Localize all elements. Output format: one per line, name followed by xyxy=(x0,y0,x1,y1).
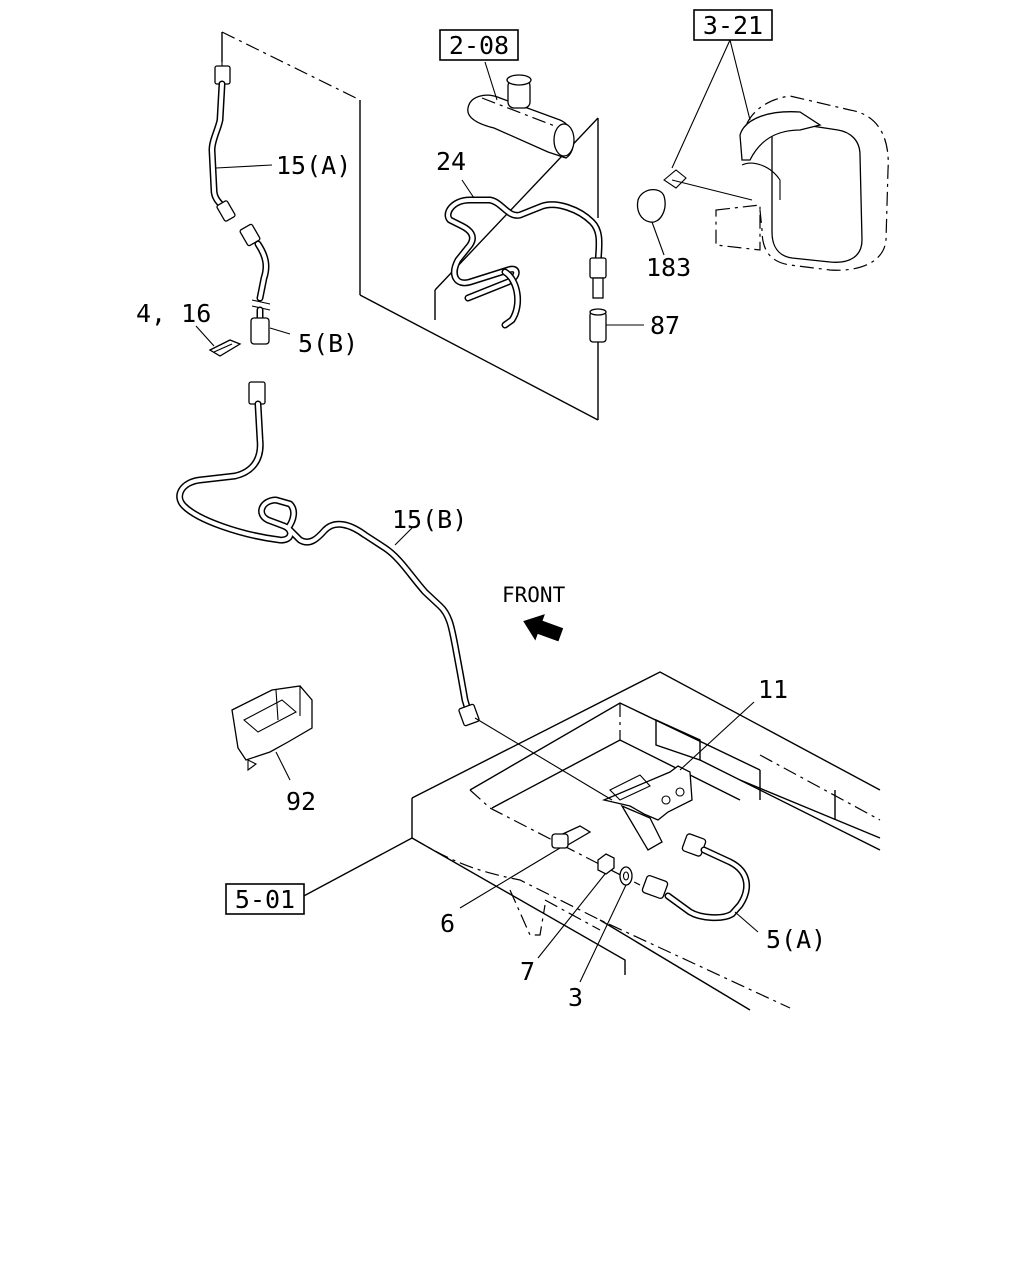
callout-4-16: 4, 16 xyxy=(136,299,211,328)
master-cylinder xyxy=(467,61,575,159)
callout-15a: 15(A) xyxy=(276,151,351,180)
part-87-sleeve xyxy=(589,308,644,343)
callout-87: 87 xyxy=(650,311,680,340)
ref-box-3-21: 3-21 xyxy=(693,9,773,41)
callout-24: 24 xyxy=(436,147,466,176)
pipe-5a xyxy=(641,833,759,933)
ref-2-08-label: 2-08 xyxy=(449,31,509,60)
callout-183: 183 xyxy=(646,253,691,282)
callout-7: 7 xyxy=(520,957,535,986)
ref-5-01-label: 5-01 xyxy=(235,885,295,914)
pipe-15b xyxy=(176,381,480,727)
clamp-92 xyxy=(231,685,313,781)
callout-92: 92 xyxy=(286,787,316,816)
bolt-6 xyxy=(459,825,592,909)
callout-3: 3 xyxy=(568,983,583,1012)
callout-5b: 5(B) xyxy=(298,329,358,358)
pipe-5b xyxy=(239,223,291,345)
inset-frame xyxy=(221,31,599,421)
bracket-11 xyxy=(474,701,755,851)
reservoir xyxy=(636,39,889,271)
callout-5a: 5(A) xyxy=(766,925,826,954)
pipe-24 xyxy=(444,179,607,329)
front-label: FRONT xyxy=(502,583,566,607)
ref-box-5-01: 5-01 xyxy=(225,883,305,915)
callout-15b: 15(B) xyxy=(392,505,467,534)
callout-11: 11 xyxy=(758,675,788,704)
pipe-15a xyxy=(208,62,273,222)
clip-4-16 xyxy=(195,325,242,357)
nut-7 xyxy=(537,853,615,959)
washer-3 xyxy=(579,866,633,983)
ref-3-21-label: 3-21 xyxy=(703,11,763,40)
ref-box-2-08: 2-08 xyxy=(439,29,519,61)
chassis-frame xyxy=(299,671,881,1011)
callout-6: 6 xyxy=(440,909,455,938)
front-arrow-icon xyxy=(523,614,564,642)
